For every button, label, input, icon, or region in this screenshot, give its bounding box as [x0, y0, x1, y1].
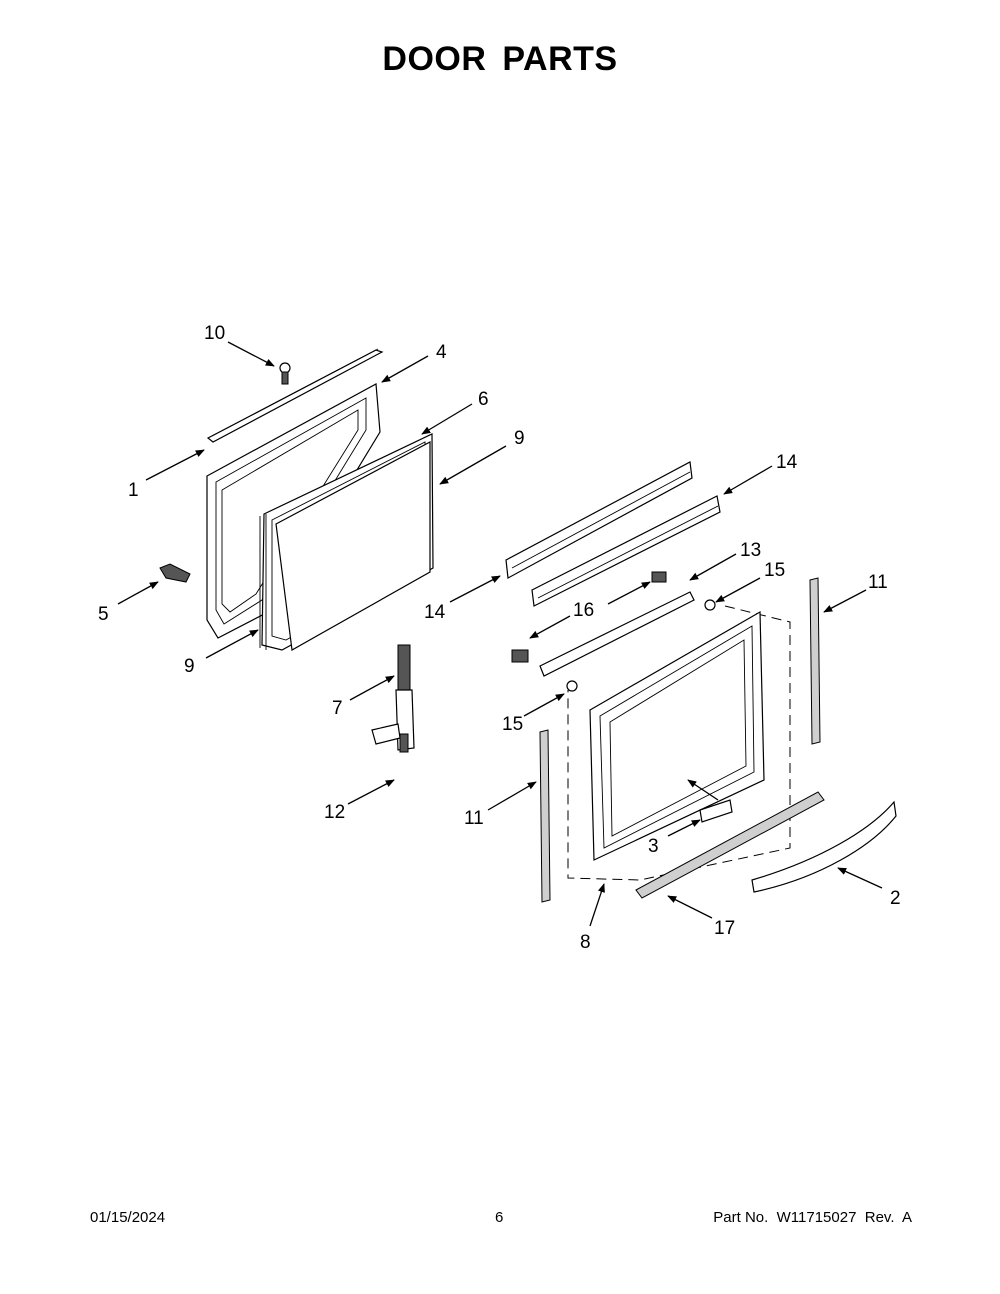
- callout-arrow-7: [349, 675, 395, 701]
- callout-arrow-16b: [607, 581, 651, 605]
- page-title: DOOR PARTS: [382, 40, 618, 78]
- callout-arrow-10: [227, 341, 275, 367]
- part-12-screw: [399, 733, 409, 753]
- callout-14a: 14: [776, 452, 798, 473]
- callout-arrow-13: [689, 553, 737, 581]
- part-5-screw: [159, 563, 191, 583]
- callout-arrow-16: [529, 615, 571, 639]
- callout-arrow-14b: [449, 575, 501, 603]
- callout-arrow-6: [421, 403, 473, 435]
- part-2-handle: [751, 800, 897, 893]
- callout-arrow-4: [381, 355, 429, 383]
- part-11-side-trim-right: [809, 577, 821, 745]
- footer-part-number: Part No. W11715027 Rev. A: [713, 1209, 912, 1226]
- part-9-glass: [259, 441, 431, 651]
- part-15-washer-right: [704, 599, 716, 611]
- callout-17: 17: [714, 918, 735, 939]
- callout-arrow-1: [145, 449, 205, 481]
- callout-5: 5: [98, 604, 109, 625]
- callout-3: 3: [648, 836, 659, 857]
- callout-14b: 14: [424, 602, 446, 623]
- callout-11a: 11: [868, 572, 888, 593]
- callout-4: 4: [436, 342, 447, 363]
- callout-7: 7: [332, 698, 343, 719]
- part-17-vent: [635, 791, 825, 899]
- footer-page-number: 6: [495, 1209, 504, 1226]
- part-15-washer-left: [566, 680, 578, 692]
- part-10-screw: [279, 362, 291, 385]
- part-14-channels: [505, 461, 721, 607]
- callout-9a: 9: [514, 428, 525, 449]
- callout-arrow-9b: [205, 629, 259, 659]
- part-16-hinge-bar: [511, 571, 695, 677]
- callout-arrow-17: [667, 895, 713, 919]
- part-1-top-trim: [206, 348, 384, 443]
- callout-9b: 9: [184, 656, 195, 677]
- callout-16: 16: [573, 600, 594, 621]
- callout-6: 6: [478, 389, 489, 410]
- callout-13: 13: [740, 540, 761, 561]
- callout-arrow-11b: [487, 781, 537, 811]
- callout-15b: 15: [502, 714, 523, 735]
- callout-11b: 11: [464, 808, 484, 829]
- footer-date: 01/15/2024: [90, 1209, 166, 1226]
- callout-arrow-15a: [715, 577, 761, 603]
- callout-1: 1: [128, 480, 139, 501]
- callout-15a: 15: [764, 560, 785, 581]
- callout-arrow-11a: [823, 589, 867, 613]
- callout-arrow-9a: [439, 445, 507, 485]
- callout-10: 10: [204, 323, 225, 344]
- callout-arrow-3b: [687, 779, 719, 801]
- callout-arrow-15b: [523, 693, 565, 717]
- callout-8: 8: [580, 932, 591, 953]
- callout-arrow-5: [117, 581, 159, 605]
- callout-arrow-3: [667, 819, 701, 837]
- part-11-side-trim-left: [539, 729, 551, 903]
- part-3-label: [699, 799, 733, 823]
- callout-2: 2: [890, 888, 901, 909]
- callout-arrow-8: [589, 883, 605, 927]
- callout-arrow-14a: [723, 465, 773, 495]
- callout-arrow-2: [837, 867, 883, 889]
- callout-12: 12: [324, 802, 345, 823]
- callout-arrow-12: [347, 779, 395, 805]
- part-8-outer-door: [567, 605, 791, 881]
